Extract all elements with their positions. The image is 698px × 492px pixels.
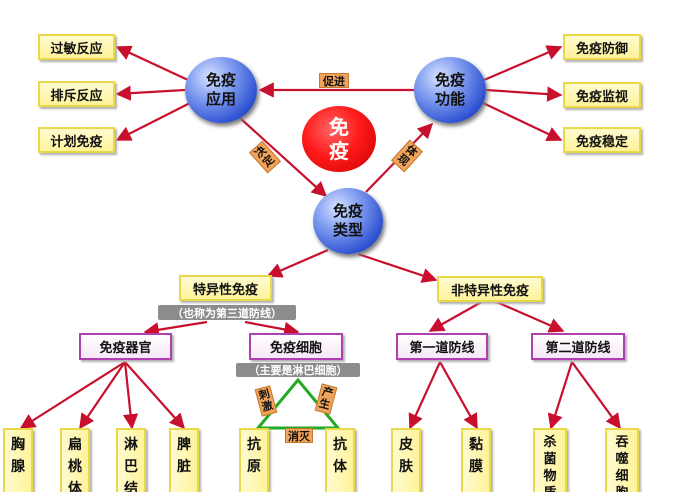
item-defense: 免疫防御: [563, 34, 641, 60]
arrow-second-phagocyte: [571, 361, 621, 430]
arrow-func-surveillance: [485, 86, 563, 102]
leaf-tonsil: 扁桃体: [60, 428, 90, 492]
tag-eliminate: 消灭: [285, 428, 313, 443]
arrow-app-planned: [115, 102, 191, 141]
immune-cells-note: （主要是淋巴细胞）: [236, 363, 360, 377]
arrow-organ-spleen: [124, 361, 186, 430]
arrow-first-skin: [408, 361, 442, 430]
leaf-skin: 皮肤: [391, 428, 421, 492]
item-planned-immunity: 计划免疫: [38, 127, 115, 153]
arrow-func-defense: [483, 45, 563, 82]
leaf-mucosa: 黏膜: [461, 428, 491, 492]
leaf-bactericide: 杀菌物质: [533, 428, 567, 492]
arrow-app-allergy: [115, 45, 189, 81]
arrow-func-stability: [482, 102, 563, 142]
leaf-antibody: 抗体: [325, 428, 355, 492]
arrow-organ-thymus: [19, 361, 126, 429]
arrow-organ-lymph: [122, 361, 139, 430]
arrow-type-specific: [266, 248, 329, 278]
arrow-nonspecific-second: [491, 298, 565, 333]
arrow-specific-cells: [244, 320, 300, 337]
second-line-box: 第二道防线: [531, 333, 625, 360]
node-immunity-center: 免疫: [302, 106, 376, 172]
item-allergy: 过敏反应: [38, 34, 115, 60]
nonspecific-immunity-box: 非特异性免疫: [437, 276, 543, 302]
arrow-application-to-type: [239, 117, 328, 198]
leaf-phagocyte: 吞噬细胞: [605, 428, 639, 492]
leaf-spleen: 脾脏: [169, 428, 199, 492]
first-line-box: 第一道防线: [396, 333, 488, 360]
node-immune-application: 免疫应用: [185, 57, 257, 123]
tag-promote: 促进: [319, 73, 349, 88]
specific-immunity-box: 特异性免疫: [179, 275, 272, 301]
arrow-nonspecific-first: [428, 299, 486, 332]
arrow-organ-tonsil: [79, 361, 126, 430]
item-stability: 免疫稳定: [563, 127, 641, 153]
arrow-specific-organs: [143, 320, 208, 338]
node-immune-type: 免疫类型: [313, 188, 383, 254]
leaf-thymus: 胸腺: [3, 428, 33, 492]
immune-cells-box: 免疫细胞: [249, 333, 343, 360]
node-immune-function: 免疫功能: [414, 57, 486, 123]
leaf-antigen: 抗原: [239, 428, 269, 492]
arrow-second-bactericide: [547, 361, 574, 430]
specific-immunity-note: （也称为第三道防线）: [158, 305, 296, 320]
arrow-first-mucosa: [439, 361, 478, 430]
item-surveillance: 免疫监视: [563, 82, 641, 108]
arrow-app-rejection: [115, 85, 186, 101]
item-rejection: 排斥反应: [38, 81, 115, 107]
immune-organs-box: 免疫器官: [79, 333, 172, 360]
arrow-type-nonspecific: [357, 252, 438, 283]
leaf-lymph-node: 淋巴结: [116, 428, 146, 492]
